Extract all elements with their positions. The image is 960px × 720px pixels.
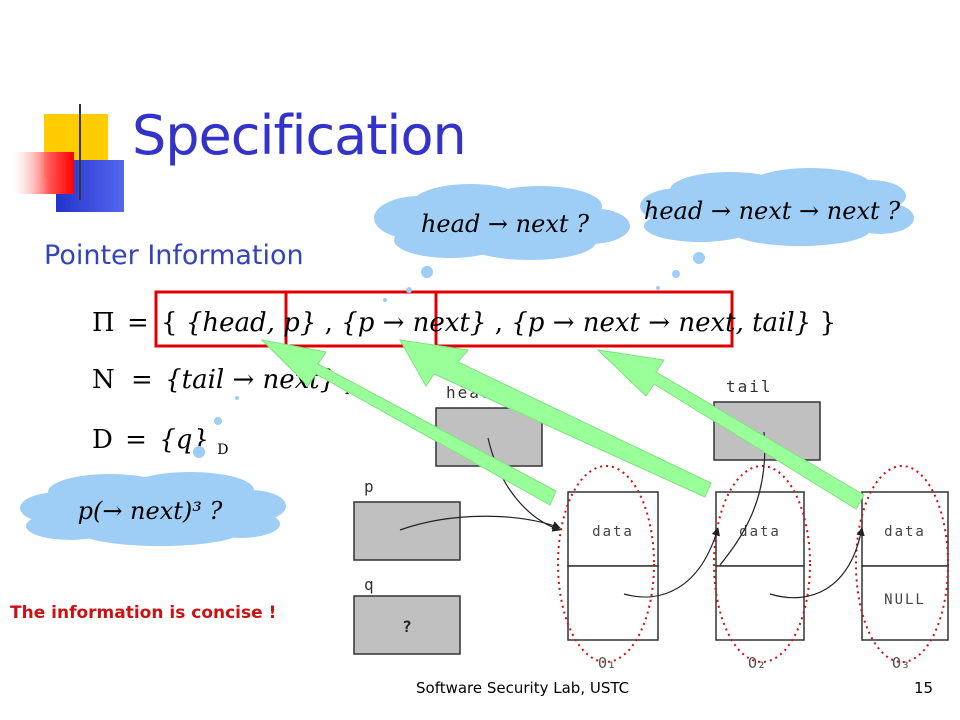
green-arrows <box>260 339 865 510</box>
cloud-1-text: head → next ? <box>421 210 589 238</box>
formula-pi: Π = { {head, p} , {p → next} , {p → next… <box>92 308 836 338</box>
var-box-q-value: ? <box>402 617 412 636</box>
highlight-boxes <box>154 290 734 348</box>
node-o3-label: O₃ <box>892 654 910 672</box>
node-o3-data: data <box>884 524 926 540</box>
node-o3-next: NULL <box>884 592 926 608</box>
pointer-arrows <box>399 431 865 599</box>
slide-title: Specification <box>132 104 467 167</box>
node-o2-label: O₂ <box>748 654 766 672</box>
node-o2: data O₂ <box>713 465 811 672</box>
slide-subtitle: Pointer Information <box>44 240 304 271</box>
cloud-2: head → next → next ? <box>640 168 914 290</box>
node-o2-data: data <box>739 524 781 540</box>
node-o1-label: O₁ <box>598 654 616 672</box>
cloud-1: head → next ? <box>374 184 630 302</box>
var-label-q: q <box>364 575 374 594</box>
var-label-p: p <box>364 477 374 496</box>
cloud-2-text: head → next → next ? <box>644 197 900 225</box>
highlight-box-3 <box>434 290 734 348</box>
var-box-tail <box>713 401 821 461</box>
footer-text: Software Security Lab, USTC <box>416 679 630 697</box>
cloud-3: p(→ next)³ ? <box>20 396 286 546</box>
formula-pi-symbol: Π <box>92 308 115 338</box>
formula-pi-group-2: {p → next} <box>341 308 486 338</box>
node-o3: data NULL O₃ <box>855 465 949 672</box>
formula-pi-group-1: {head, p} <box>186 308 317 338</box>
cloud-3-text: p(→ next)³ ? <box>78 497 223 525</box>
concise-note: The information is concise ! <box>10 603 277 623</box>
var-box-q <box>353 595 461 655</box>
linked-list-diagram: head tail p q ? data O₁ data O₂ data NUL… <box>353 377 949 672</box>
formula-d: D = {q} D <box>92 425 228 458</box>
var-box-p <box>353 501 461 561</box>
formula-pi-group-3: {p → next → next, tail} <box>511 308 811 338</box>
corner-decoration <box>12 104 960 212</box>
node-o1-data: data <box>592 524 634 540</box>
page-number: 15 <box>914 679 934 697</box>
var-label-tail: tail <box>726 377 773 396</box>
node-o1: data O₁ <box>557 465 659 672</box>
